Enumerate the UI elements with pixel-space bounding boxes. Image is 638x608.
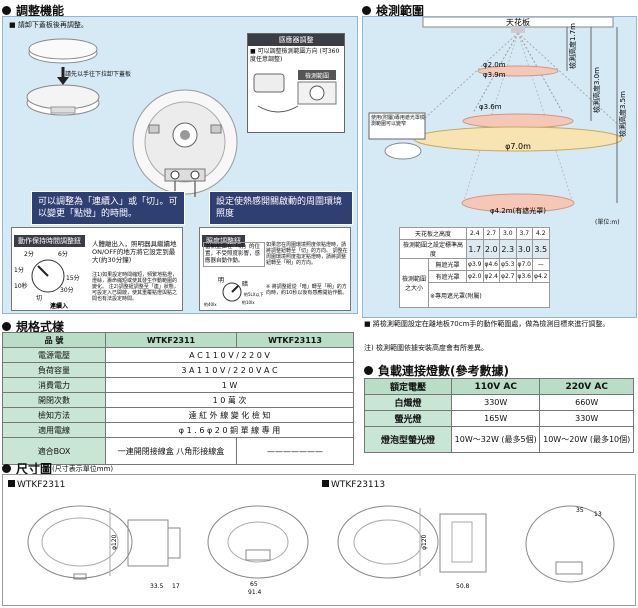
spec-section-title: 規格式樣 [2,318,64,335]
dims-drawing-2: φ120 50.8 35 13 [337,505,615,590]
svg-text:φ7.0m: φ7.0m [505,142,531,151]
svg-text:φ3.6m: φ3.6m [479,103,502,111]
dims-drawing-1: φ120 33.5 17 65 91.4 [27,505,309,596]
svg-text:50.8: 50.8 [456,583,470,590]
detect-note-1: ■ 將檢測範圍設定在離地板70cm手的動作範圍處，做為檢測目標來進行調整。 [364,320,610,328]
table-row: 燈泡型螢光燈 10W～32W (最多5個) 10W～20W (最多10個) [364,426,634,453]
square-icon [322,480,329,487]
table-row: 消費電力 1 W [2,377,354,393]
timer-text: 人體離出入，照明器具繼續地ON/OFF的地方將它設定到最大(約30分鐘) [92,240,177,264]
svg-text:約10lx: 約10lx [242,299,255,305]
sensor-direction-illustration: 檢測範圍 [253,70,337,113]
step1-text: ■ 請卸下蓋板後再調整。 [9,21,88,29]
timer-box: 動作保持時間調整鈕 2分 6分 1分 15分 10秒 30分 切 連續入 人體離… [11,227,183,311]
adjust-section-title: 調整機能 [2,2,64,19]
table-row: 天花板之高度 2.4 2.7 3.0 3.7 4.2 [399,227,550,240]
model2-label: WTKF23113 [322,480,385,490]
table-row: 檢測範圍之設定標準高度 1.7 2.0 2.3 3.0 3.5 [399,239,550,259]
ceiling-label: 天花板 [506,17,530,27]
svg-text:φ3.9m: φ3.9m [483,71,506,79]
svg-text:30分: 30分 [60,286,74,294]
callout-timer: 可以調整為「連續入」或「切」。可以變更「點燈」的時間。 [31,191,185,225]
unit-label: (單位:m) [595,219,620,226]
bullet-icon [2,6,11,15]
sensor-adjust-note: ■ 可以調整檢測範圍方向 (可360度任意調整) [250,48,340,63]
lux-note-box: 當開整鈕在「切」的位置，不受照度影響，感應器自動作動。 [203,242,265,267]
svg-text:35: 35 [576,507,584,514]
callout-lux: 設定使熱感開關啟動的周圍環境照度 [209,191,353,225]
table-row: 品 號 WTKF2311 WTKF23113 [2,332,354,348]
svg-text:2分: 2分 [24,250,34,258]
model1-label: WTKF2311 [8,480,65,490]
table-row: 電源電壓 A C 1 1 0 V / 2 2 0 V [2,347,354,363]
svg-text:暗: 暗 [242,280,248,288]
table-row: 有遮光罩 φ2.0 φ2.4 φ2.7 φ3.6 φ4.2 [400,270,550,283]
svg-text:10秒: 10秒 [14,282,28,290]
timer-header: 動作保持時間調整鈕 [14,235,85,247]
sensor-device-illustration [132,89,238,197]
svg-text:約40lx: 約40lx [204,301,217,307]
shade-note: 使用(附屬)專用遮光罩檢測範圍可以變窄 [371,115,425,127]
svg-text:切: 切 [36,295,42,302]
detect-tag: 檢測範圍 [305,72,329,80]
bullet-icon [364,366,373,375]
lux-header: 照度調整鈕 [202,235,245,247]
step2-text: 請先以手往下拉卸下蓋板 [65,71,132,78]
svg-text:91.4: 91.4 [248,589,262,596]
table-row: 螢光燈 165W 330W [364,410,634,427]
detect-range-diagram: 天花板 φ2.0m φ3.9m φ3.6m φ7.0m φ4.2m(有遮光罩) … [368,17,627,215]
detect-section-title: 検測範圍 [362,2,424,19]
sensor-adjust-box: 感應器調整 ■ 可以調整檢測範圍方向 (可360度任意調整) 檢測範圍 [247,33,345,133]
spec-table: 品 號 WTKF2311 WTKF23113 電源電壓 A C 1 1 0 V … [2,332,354,465]
lux-box: 照度調整鈕 當開整鈕在「切」的位置，不受照度影響，感應器自動作動。 如果您在周圍… [199,227,351,311]
cover-removal-illustration [26,38,100,116]
svg-text:φ2.0m: φ2.0m [483,61,506,69]
table-row: ※專用遮光罩(附屬) [400,282,550,308]
dims-section-title: 尺寸圖(尺寸表示單位mm) [2,460,113,477]
lux-text: 如果您在周圍環境照度依點燈時，請將調整鈕轉至「切」的方向。 調整在周圍環境照度指… [266,242,348,266]
adjust-panel: ■ 請卸下蓋板後再調整。 請先以手往下拉卸下蓋板 感應器調整 ■ 可以調整檢測範… [2,16,358,314]
svg-text:φ120: φ120 [111,534,118,550]
svg-text:1分: 1分 [14,266,24,274]
table-row: 檢知方法 遠 紅 外 線 變 化 檢 知 [2,407,354,423]
load-table: 額定電壓 110V AC 220V AC 白熾燈 330W 660W 螢光燈 1… [364,378,634,453]
lux-dial-illustration: 明 暗 約5LX以下 約10lx 約40lx [204,277,264,307]
table-row: 適合BOX 一連開閉接線盒 八角形接線盒 ——————— [2,437,354,465]
detect-note-2: 注) 檢測範圍依據安裝高度會有所差異。 [364,344,488,352]
svg-text:13: 13 [594,511,602,518]
detect-panel: 天花板 φ2.0m φ3.9m φ3.6m φ7.0m φ4.2m(有遮光罩) … [362,16,637,318]
svg-text:65: 65 [250,581,258,588]
table-row: 負荷容量 3 A 1 1 0 V / 2 2 0 V A C [2,362,354,378]
svg-text:17: 17 [172,583,180,590]
svg-text:檢測高度1.7m: 檢測高度1.7m [568,23,577,69]
svg-text:φ120: φ120 [421,534,428,550]
bullet-icon [362,6,371,15]
timer-dial-illustration: 2分 6分 1分 15分 10秒 30分 切 連續入 [14,250,80,310]
load-section-title: 負載連接燈數(參考數據) [364,362,509,379]
svg-text:33.5: 33.5 [150,583,164,590]
table-row: 白熾燈 330W 660W [364,394,634,411]
square-icon [8,480,15,487]
lux-footnote: ※ 將調整鈕從「暗」轉至「明」的方向時，約10秒以後有感應開始作動。 [266,284,348,296]
svg-text:15分: 15分 [66,274,80,282]
svg-text:檢測高度3.0m: 檢測高度3.0m [592,67,601,113]
table-row: 開閉次數 1 0 萬 次 [2,392,354,408]
sensor-adjust-title: 感應器調整 [248,34,344,46]
detect-table: 天花板之高度 2.4 2.7 3.0 3.7 4.2 檢測範圍之設定標準高度 1… [399,227,550,308]
dims-frame [2,474,636,606]
table-row: 檢測範圍之大小 無遮光罩 φ3.9 φ4.6 φ5.3 φ7.0 — [399,258,550,308]
svg-text:明: 明 [218,277,224,284]
bullet-icon [2,464,11,473]
table-row: 適用電線 φ 1 . 6 φ 2 0 銅 單 線 專 用 [2,422,354,438]
table-row: 額定電壓 110V AC 220V AC [364,378,634,395]
svg-text:檢測高度3.5m: 檢測高度3.5m [618,91,627,137]
svg-text:6分: 6分 [58,250,68,258]
bullet-icon [2,322,11,331]
svg-text:φ4.2m(有遮光罩): φ4.2m(有遮光罩) [490,206,546,215]
svg-text:約5LX以下: 約5LX以下 [244,291,264,297]
svg-text:連續入: 連續入 [50,302,68,310]
timer-notes: 注1)如果設定時間縮短，頻繁地點燈，燈絲，壽命縮短或使其發生作動範圍的變化。 注… [92,272,179,302]
